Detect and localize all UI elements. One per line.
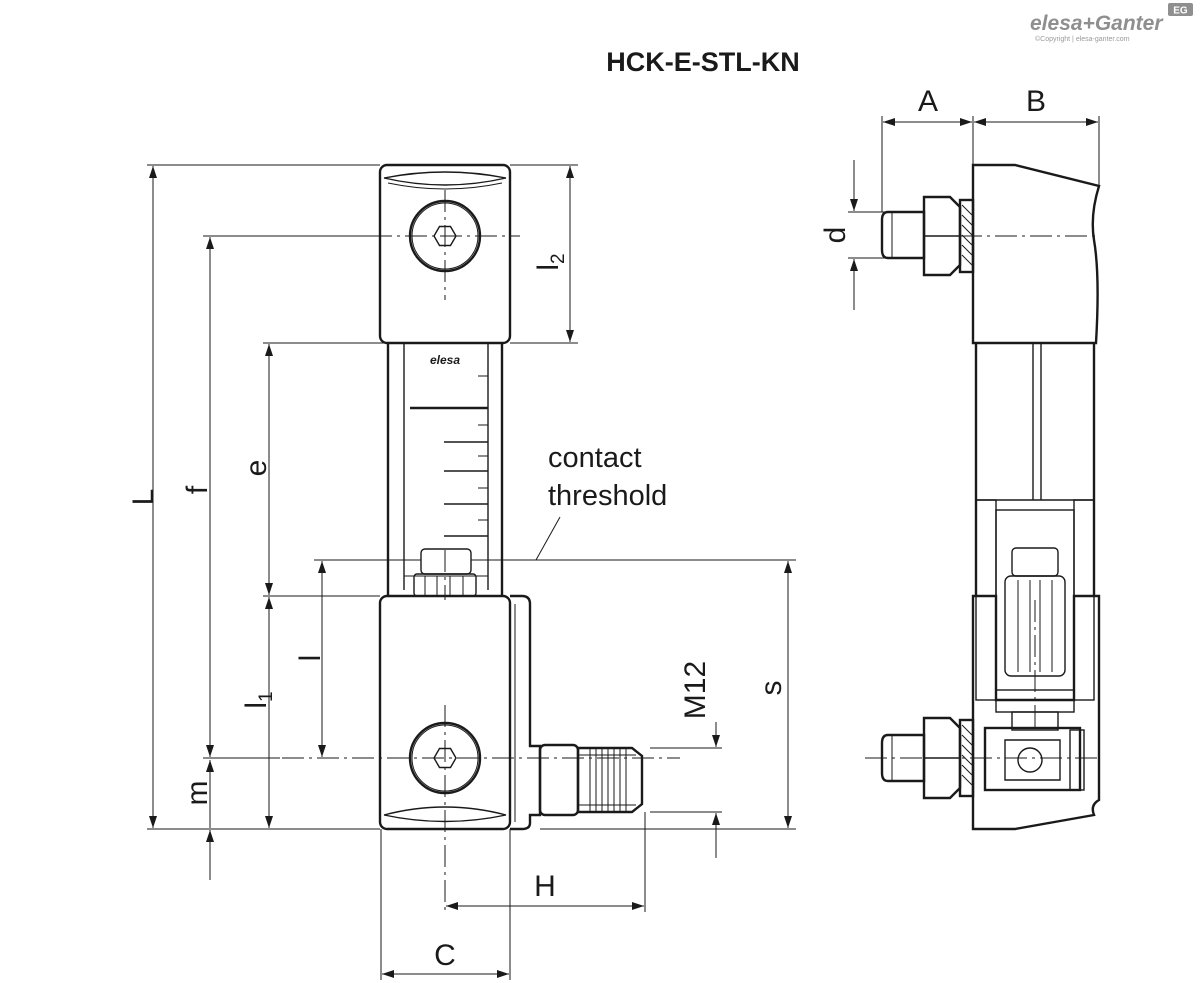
side-view [865, 163, 1101, 831]
logo-copyright: ©Copyright | elesa-ganter.com [1035, 35, 1130, 43]
front-view: elesa [282, 163, 680, 912]
float [413, 548, 477, 597]
dim-H: H [534, 870, 556, 903]
logo-brand: elesa+Ganter [1030, 12, 1164, 35]
upper-block [378, 163, 512, 345]
dim-s: s [755, 681, 788, 696]
front-dimensions: L f m e l1 l l2 s M12 H [127, 164, 796, 980]
logo-badge: EG [1173, 6, 1188, 17]
dim-l: l [294, 655, 327, 662]
dim-l2: l2 [532, 253, 569, 270]
contact-threshold-label-line2: threshold [548, 480, 667, 512]
side-lower-fitting [880, 716, 975, 800]
dim-L: L [127, 489, 160, 506]
side-lower-body-section [865, 594, 1101, 831]
dim-M12: M12 [679, 661, 712, 719]
dim-m: m [181, 781, 214, 806]
threaded-stud [538, 743, 644, 817]
dim-d: d [819, 227, 852, 244]
side-upper-fitting [880, 195, 975, 277]
dim-f: f [181, 485, 214, 494]
dim-e: e [240, 460, 273, 477]
elesa-ganter-logo: elesa+Ganter ©Copyright | elesa-ganter.c… [1030, 3, 1193, 43]
dim-C: C [434, 939, 456, 972]
dim-l1: l1 [240, 691, 277, 708]
glass-marking: elesa [430, 353, 460, 367]
drawing-title: HCK-E-STL-KN [606, 47, 799, 77]
side-dimensions: A B d [819, 85, 1100, 310]
dim-B: B [1026, 85, 1046, 118]
dim-A: A [918, 85, 938, 118]
sight-glass: elesa [386, 343, 504, 596]
side-upper-cap [971, 163, 1101, 345]
contact-threshold-label-line1: contact [548, 442, 642, 474]
